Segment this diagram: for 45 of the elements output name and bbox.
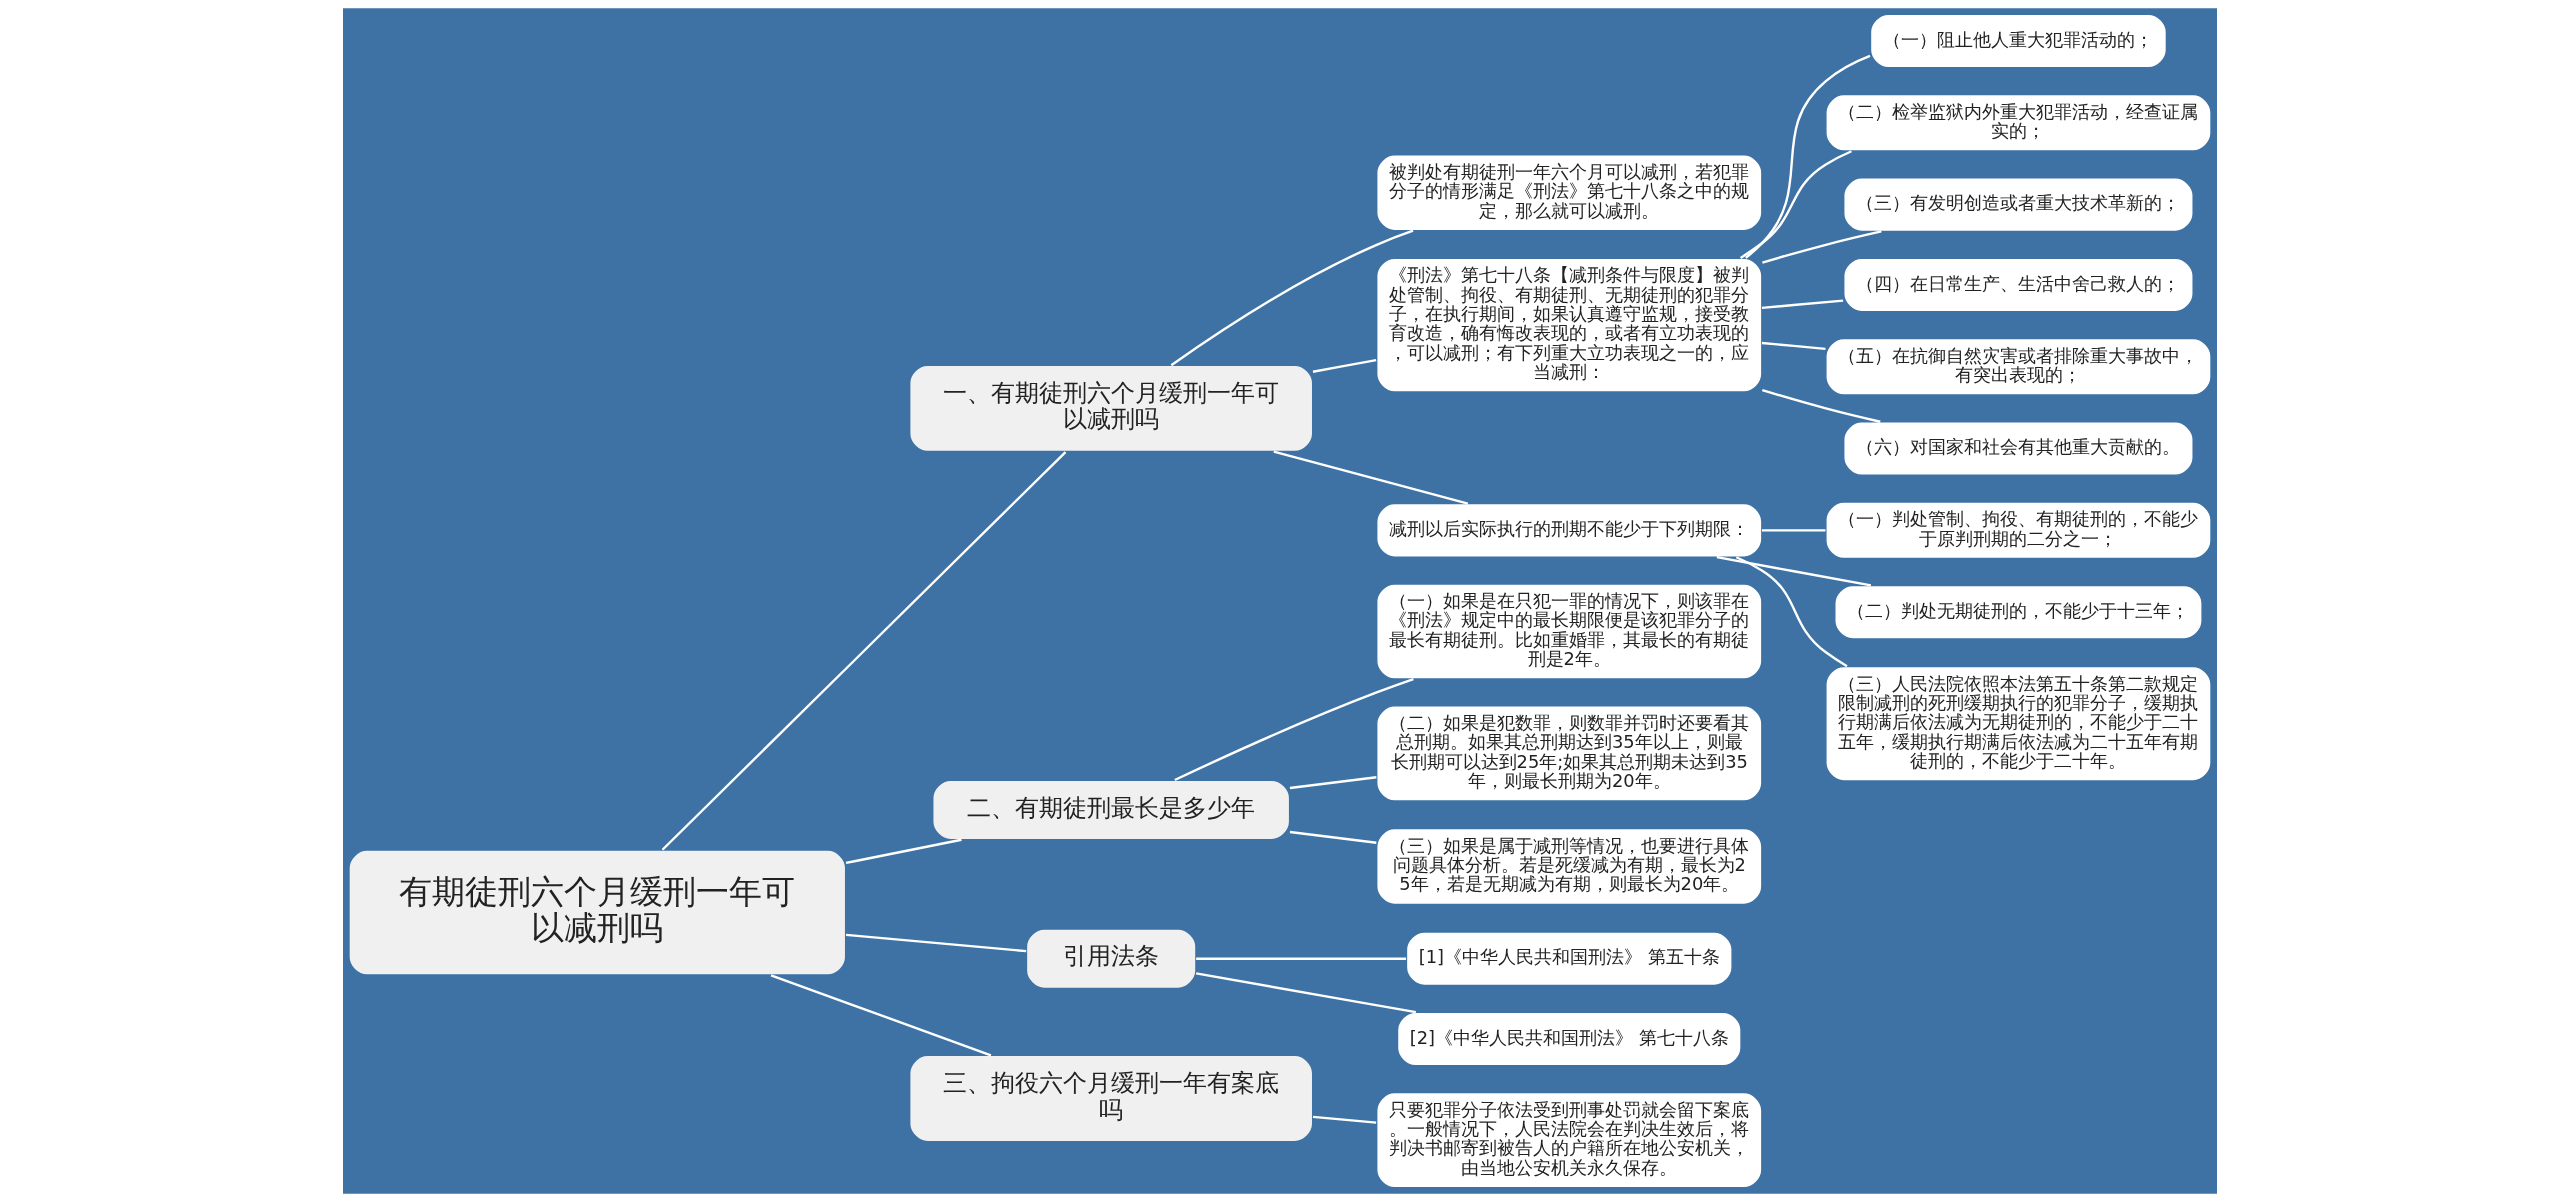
connector [845, 933, 1027, 953]
node-box: （三）如果是属于减刑等情况，也要进行具体问题具体分析。若是死缓减为有期，最长为25年，若是无期减为有期，则最长为20年。 [1375, 827, 1763, 906]
node-box: （五）在抗御自然灾害或者排除重大事故中，有突出表现的； [1825, 337, 2212, 396]
node-box: 有期徒刑六个月缓刑一年可以减刑吗 [348, 849, 847, 976]
node-box: 《刑法》第七十八条【减刑条件与限度】被判处管制、拘役、有期徒刑、无期徒刑的犯罪分子，在执行期间，如果认真遵守监规，接受教育改造，确有悔改表现的，或者有立功表现的，可以减刑；有下列重大立功表现之一的，应当减刑： [1375, 257, 1763, 393]
connector [1761, 299, 1844, 310]
connector [1312, 1115, 1377, 1124]
connector [1716, 555, 1872, 587]
connector [1312, 359, 1377, 373]
connector [1761, 341, 1826, 351]
node-box: （二）检举监狱内外重大犯罪活动，经查证属实的； [1825, 93, 2212, 152]
connector [1170, 229, 1414, 367]
node-box: 减刑以后实际执行的刑期不能少于下列期限： [1375, 502, 1763, 558]
connector [1739, 150, 1852, 259]
connector [770, 974, 992, 1057]
connector [1273, 450, 1469, 505]
connector [1745, 54, 1871, 259]
node-box: （二）如果是犯数罪，则数罪并罚时还要看其总刑期。如果其总刑期达到35年以上，则最长刑期可以达到25年;如果其总刑期未达到35年，则最长刑期为20年。 [1375, 705, 1763, 802]
node-box: 三、拘役六个月缓刑一年有案底吗 [908, 1054, 1314, 1143]
node-box: [2]《中华人民共和国刑法》 第七十八条 [1396, 1011, 1742, 1067]
connector [1762, 230, 1882, 264]
connector [1289, 776, 1377, 790]
connector [1289, 830, 1377, 844]
node-box: （三）有发明创造或者重大技术革新的； [1842, 177, 2194, 233]
node-box: （四）在日常生产、生活中舍己救人的； [1842, 257, 2194, 313]
connector [1735, 556, 1848, 668]
node-box: （一）阻止他人重大犯罪活动的； [1869, 13, 2168, 69]
node-box: 只要犯罪分子依法受到刑事处罚就会留下案底。一般情况下，人民法院会在判决生效后，将判决书邮寄到被告人的户籍所在地公安机关，由当地公安机关永久保存。 [1375, 1091, 1763, 1189]
connector [1761, 389, 1881, 423]
node-box: （一）如果是在只犯一罪的情况下，则该罪在《刑法》规定中的最长期限便是该犯罪分子的最长有期徒刑。比如重婚罪，其最长的有期徒刑是2年。 [1375, 583, 1763, 680]
node-box: （一）判处管制、拘役、有期徒刑的，不能少于原判刑期的二分之一； [1825, 501, 2212, 560]
connector [1195, 972, 1416, 1014]
node-box: （六）对国家和社会有其他重大贡献的。 [1842, 421, 2194, 477]
connector [1761, 529, 1826, 532]
connector [845, 838, 962, 865]
connector [1174, 678, 1414, 782]
node-box: 二、有期徒刑最长是多少年 [931, 779, 1291, 841]
node-box: （三）人民法院依照本法第五十条第二款规定限制减刑的死刑缓期执行的犯罪分子，缓期执行期满后依法减为无期徒刑的，不能少于二十五年，缓期执行期满后依法减为二十五年有期徒刑的，不能少于二十年。 [1825, 665, 2212, 782]
connector [1196, 957, 1407, 960]
node-box: 一、有期徒刑六个月缓刑一年可以减刑吗 [908, 364, 1314, 453]
node-box: 引用法条 [1025, 928, 1197, 990]
node-box: [1]《中华人民共和国刑法》 第五十条 [1405, 931, 1733, 987]
node-box: 被判处有期徒刑一年六个月可以减刑，若犯罪分子的情形满足《刑法》第七十八条之中的规定，那么就可以减刑。 [1375, 154, 1763, 232]
node-box: （二）判处无期徒刑的，不能少于十三年； [1834, 584, 2203, 640]
connector [661, 451, 1067, 851]
